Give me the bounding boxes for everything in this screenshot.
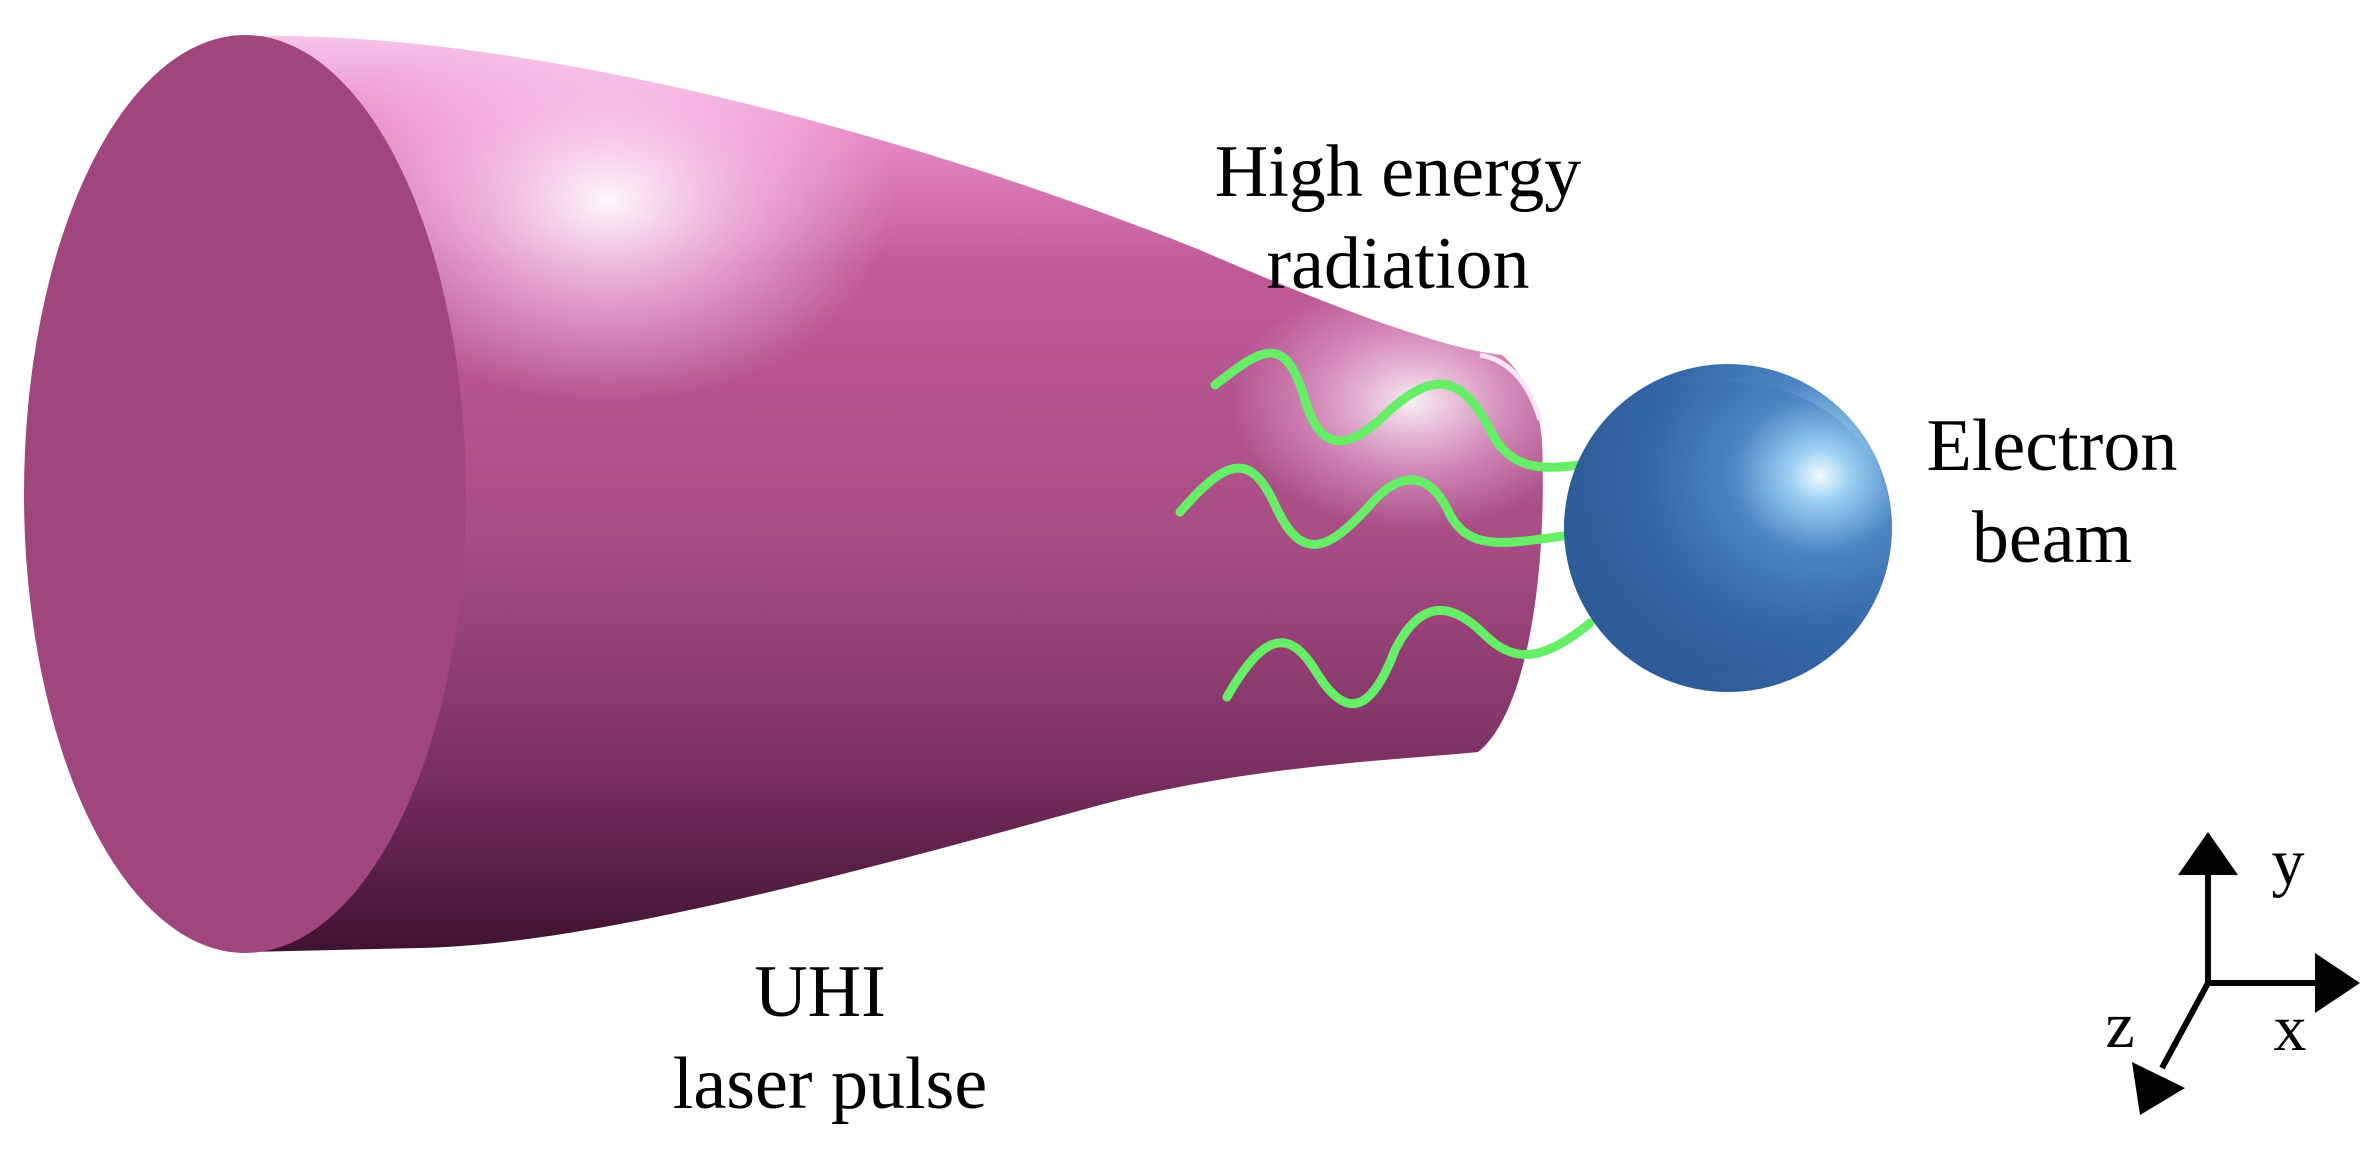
z-axis-line — [2159, 981, 2211, 1070]
laser-pulse-face — [24, 35, 466, 953]
laser-label-line1: UHI — [754, 951, 886, 1033]
electron-label-line1: Electron — [1927, 405, 2178, 487]
laser-pulse — [24, 35, 1543, 953]
radiation-wave-middle — [1175, 463, 1575, 549]
laser-label-line2: laser pulse — [673, 1043, 987, 1125]
electron-beam-sphere-body — [1564, 382, 1892, 674]
radiation-label-line2: radiation — [1266, 223, 1529, 305]
radiation-waves — [1175, 348, 1595, 709]
radiation-wave-top — [1210, 348, 1585, 472]
laser-pulse-tip-rim — [1479, 352, 1543, 421]
x-axis-arrow — [2315, 953, 2360, 1013]
laser-pulse-shine-right — [245, 35, 1543, 953]
coordinate-axes: y x z — [2105, 826, 2360, 1115]
z-axis-arrow — [2132, 1062, 2185, 1115]
z-axis-label: z — [2105, 989, 2134, 1062]
y-axis-arrow — [2178, 832, 2238, 875]
radiation-label-line1: High energy — [1215, 131, 1582, 213]
x-axis-label: x — [2274, 992, 2307, 1065]
electron-label-line2: beam — [1972, 497, 2132, 579]
y-axis-label: y — [2272, 826, 2305, 899]
radiation-wave-bottom — [1222, 606, 1595, 709]
